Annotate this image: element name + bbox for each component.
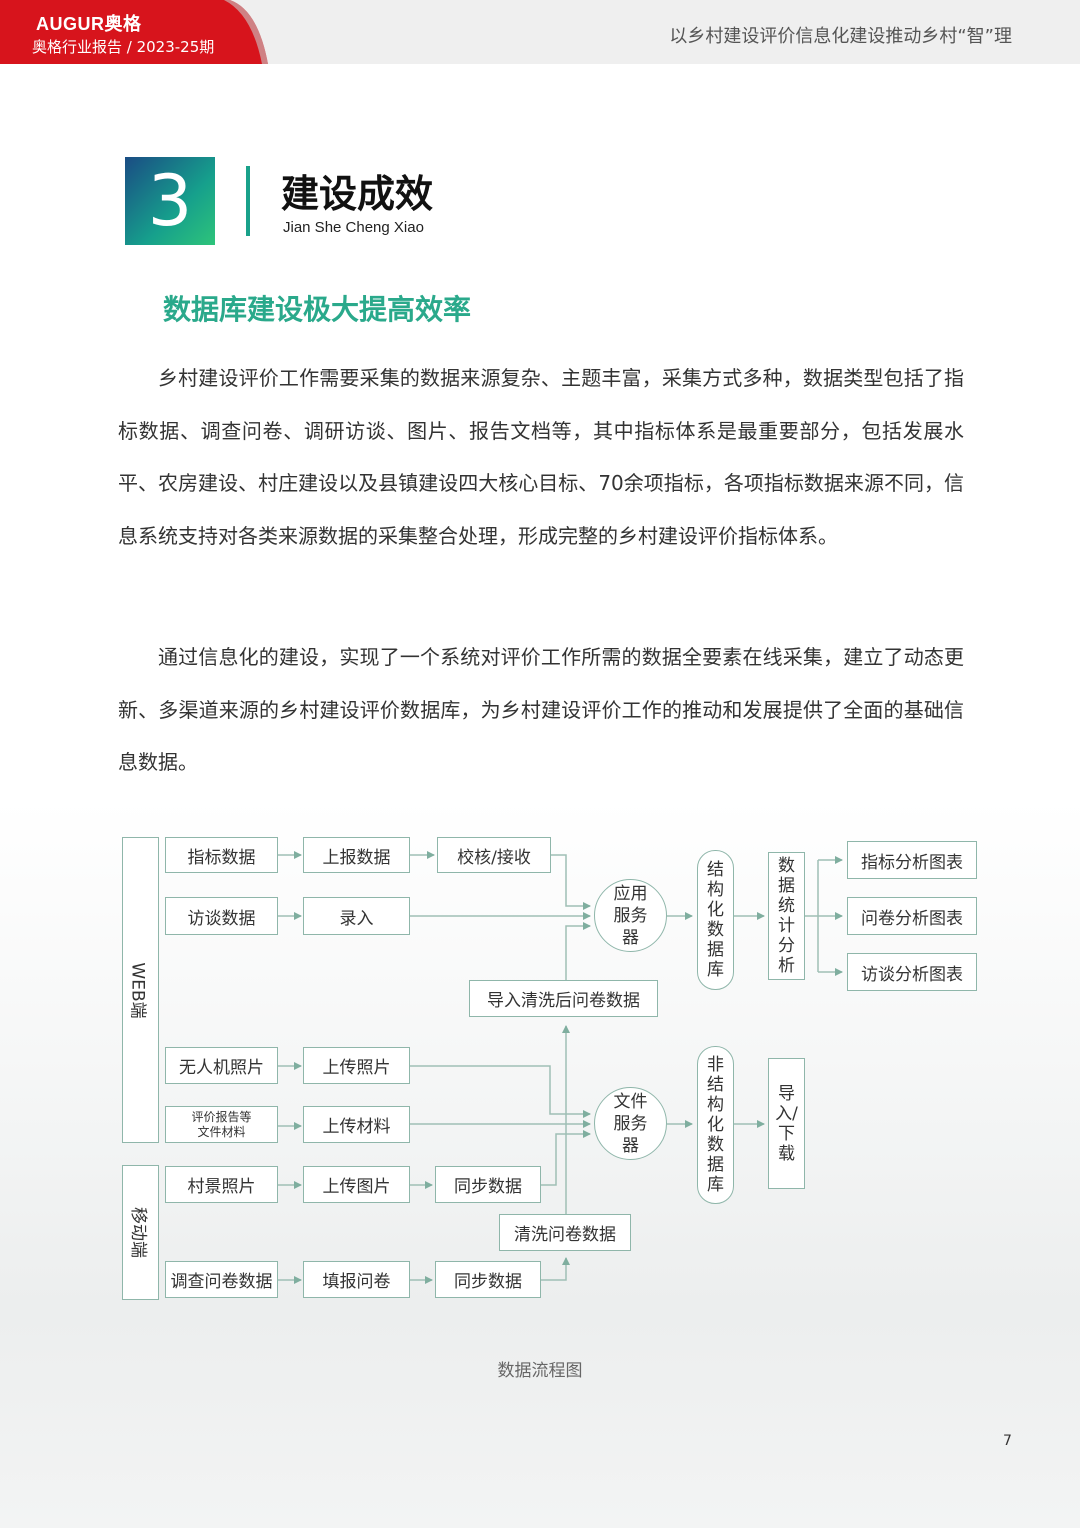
node-report-data: 上报数据 (303, 837, 410, 873)
side-web-text: WEB端 (128, 961, 148, 1019)
node-sync-data-1: 同步数据 (435, 1166, 541, 1203)
side-label-mobile: 移动端 (122, 1165, 159, 1300)
header-red-band (0, 0, 268, 64)
side-label-web: WEB端 (122, 837, 159, 1143)
node-clean-survey: 清洗问卷数据 (499, 1214, 631, 1251)
node-sync-data-2: 同步数据 (435, 1261, 541, 1298)
node-chart-indicator: 指标分析图表 (847, 841, 977, 879)
section-title: 建设成效 (281, 172, 434, 216)
node-survey-data: 调查问卷数据 (165, 1261, 278, 1298)
paragraph-1: 乡村建设评价工作需要采集的数据来源复杂、主题丰富，采集方式多种，数据类型包括了指… (118, 366, 964, 548)
node-drone-photo: 无人机照片 (165, 1047, 278, 1084)
section-subtitle: Jian She Cheng Xiao (283, 219, 424, 236)
node-fill-survey: 填报问卷 (303, 1261, 410, 1298)
node-upload-photo: 上传照片 (303, 1047, 410, 1084)
node-data-stats: 数据统计分析 (768, 852, 805, 980)
node-village-photo: 村景照片 (165, 1166, 278, 1203)
node-chart-interview: 访谈分析图表 (847, 953, 977, 991)
paragraph-2: 通过信息化的建设，实现了一个系统对评价工作所需的数据全要素在线采集，建立了动态更… (118, 645, 964, 774)
node-chart-survey: 问卷分析图表 (847, 897, 977, 935)
node-upload-material: 上传材料 (303, 1106, 410, 1143)
node-import-clean-survey: 导入清洗后问卷数据 (469, 980, 658, 1017)
section-divider (246, 166, 250, 236)
header-title: 以乡村建设评价信息化建设推动乡村“智”理 (669, 26, 1012, 47)
node-indicator-data: 指标数据 (165, 837, 278, 873)
node-interview-data: 访谈数据 (165, 897, 278, 935)
node-import-download: 导入/下载 (768, 1058, 805, 1189)
diagram-caption: 数据流程图 (497, 1361, 583, 1381)
node-upload-image: 上传图片 (303, 1166, 410, 1203)
brand-logo: AUGUR奥格 (36, 14, 142, 34)
sub-heading: 数据库建设极大提高效率 (163, 293, 472, 326)
node-verify-receive: 校核/接收 (437, 837, 551, 873)
node-input: 录入 (303, 897, 410, 935)
side-mobile-text: 移动端 (128, 1207, 148, 1258)
issue-label: 奥格行业报告 / 2023-25期 (32, 38, 215, 56)
node-eval-report-files: 评价报告等文件材料 (165, 1106, 278, 1143)
node-app-server: 应用服务器 (594, 879, 667, 952)
page-number: 7 (1003, 1433, 1012, 1449)
section-number: 3 (125, 157, 215, 245)
node-structured-db: 结构化数据库 (697, 850, 734, 990)
node-unstructured-db: 非结构化数据库 (697, 1046, 734, 1204)
node-file-server: 文件服务器 (594, 1087, 667, 1160)
